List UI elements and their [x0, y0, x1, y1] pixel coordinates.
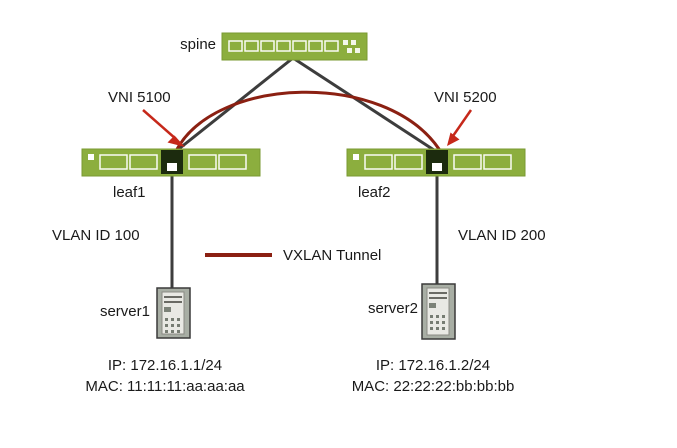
server1-label: server1: [99, 303, 150, 320]
vni-5100-label: VNI 5100: [108, 89, 171, 106]
leaf1-label: leaf1: [113, 184, 146, 201]
server1-mac: MAC: 11:11:11:aa:aa:aa: [85, 378, 245, 395]
spine-switch-icon: [221, 32, 368, 61]
vxlan-tunnel-curve: [174, 90, 441, 153]
server2-ip: IP: 172.16.1.2/24: [375, 357, 491, 374]
server1-ip: IP: 172.16.1.1/24: [107, 357, 223, 374]
legend-tunnel-label: VXLAN Tunnel: [283, 247, 382, 264]
vni-5200-label: VNI 5200: [434, 89, 497, 106]
vni-5200-arrow: [447, 109, 473, 146]
vni-5100-arrow: [142, 109, 185, 147]
server1-icon: [156, 287, 191, 339]
server2-mac: MAC: 22:22:22:bb:bb:bb: [351, 378, 515, 395]
server2-label: server2: [367, 300, 418, 317]
server2-icon: [421, 283, 456, 340]
vlan-100-label: VLAN ID 100: [52, 227, 140, 244]
leaf2-vtep-port: [426, 150, 448, 174]
leaf2-label: leaf2: [358, 184, 391, 201]
leaf1-switch-icon: [81, 148, 261, 177]
leaf1-vtep-port: [161, 150, 183, 174]
link-spine-leaf2: [292, 56, 438, 154]
spine-label: spine: [180, 36, 216, 53]
vlan-200-label: VLAN ID 200: [458, 227, 546, 244]
leaf2-switch-icon: [346, 148, 526, 177]
